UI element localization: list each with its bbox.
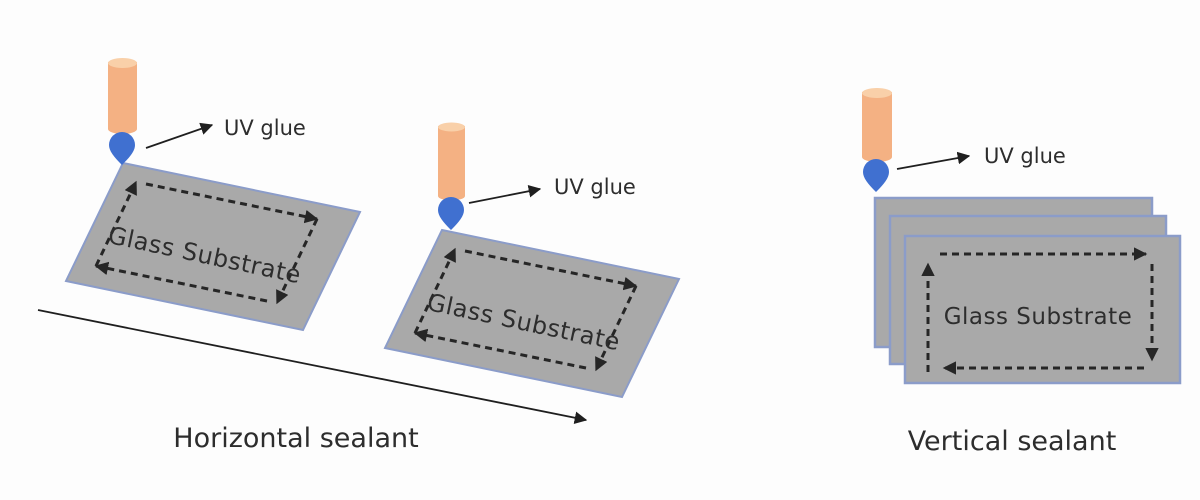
glue-dispenser-1 bbox=[108, 58, 137, 165]
uv-glue-label-2: UV glue bbox=[554, 175, 636, 199]
glass-substrate-2: Glass Substrate bbox=[383, 228, 681, 399]
glue-path-right-arrow bbox=[594, 285, 638, 372]
dispenser-top bbox=[438, 122, 465, 132]
glue-dispenser-2 bbox=[438, 122, 465, 230]
uv-glue-label-1: UV glue bbox=[224, 116, 306, 140]
glue-path-left-arrow bbox=[94, 180, 138, 267]
glue-path-bottom-arrow bbox=[413, 328, 587, 370]
dispenser-top bbox=[862, 88, 892, 98]
vertical-sealant-section: Glass Substrate UV glue Vertical sealant bbox=[862, 88, 1182, 457]
glue-path-bottom-arrow bbox=[94, 261, 268, 303]
glue-path-right-arrow bbox=[275, 218, 319, 305]
uv-glue-label-3: UV glue bbox=[984, 144, 1066, 168]
glue-drop-icon bbox=[109, 132, 135, 165]
glue-path-left-arrow bbox=[413, 247, 457, 334]
glass-substrate-plate bbox=[64, 161, 362, 332]
horizontal-sealant-caption: Horizontal sealant bbox=[173, 423, 418, 454]
dispenser-body bbox=[862, 92, 892, 157]
glass-substrate-plate bbox=[383, 228, 681, 399]
glue-drop-icon bbox=[863, 159, 889, 192]
horizontal-sealant-section: Glass Substrate UV glue Glass Substrate bbox=[37, 58, 681, 454]
uv-glue-callout-arrow-3 bbox=[896, 151, 971, 170]
dispenser-body bbox=[108, 62, 137, 129]
glass-substrate-label: Glass Substrate bbox=[944, 304, 1133, 330]
glass-substrate-1: Glass Substrate bbox=[64, 161, 362, 332]
dispenser-bottom bbox=[108, 124, 137, 134]
dispenser-bottom bbox=[438, 191, 465, 201]
glue-path-top-arrow bbox=[145, 182, 319, 224]
vertical-sealant-caption: Vertical sealant bbox=[908, 426, 1117, 457]
dispenser-body bbox=[438, 126, 465, 196]
dispenser-bottom bbox=[862, 152, 892, 162]
uv-glue-callout-arrow-1 bbox=[145, 122, 214, 149]
uv-glue-callout-arrow-2 bbox=[468, 185, 542, 204]
glue-drop-icon bbox=[438, 197, 464, 230]
dispenser-top bbox=[108, 58, 137, 68]
process-direction-arrow bbox=[37, 309, 588, 424]
glue-dispenser-3 bbox=[862, 88, 892, 192]
glue-path-top-arrow bbox=[464, 249, 638, 291]
